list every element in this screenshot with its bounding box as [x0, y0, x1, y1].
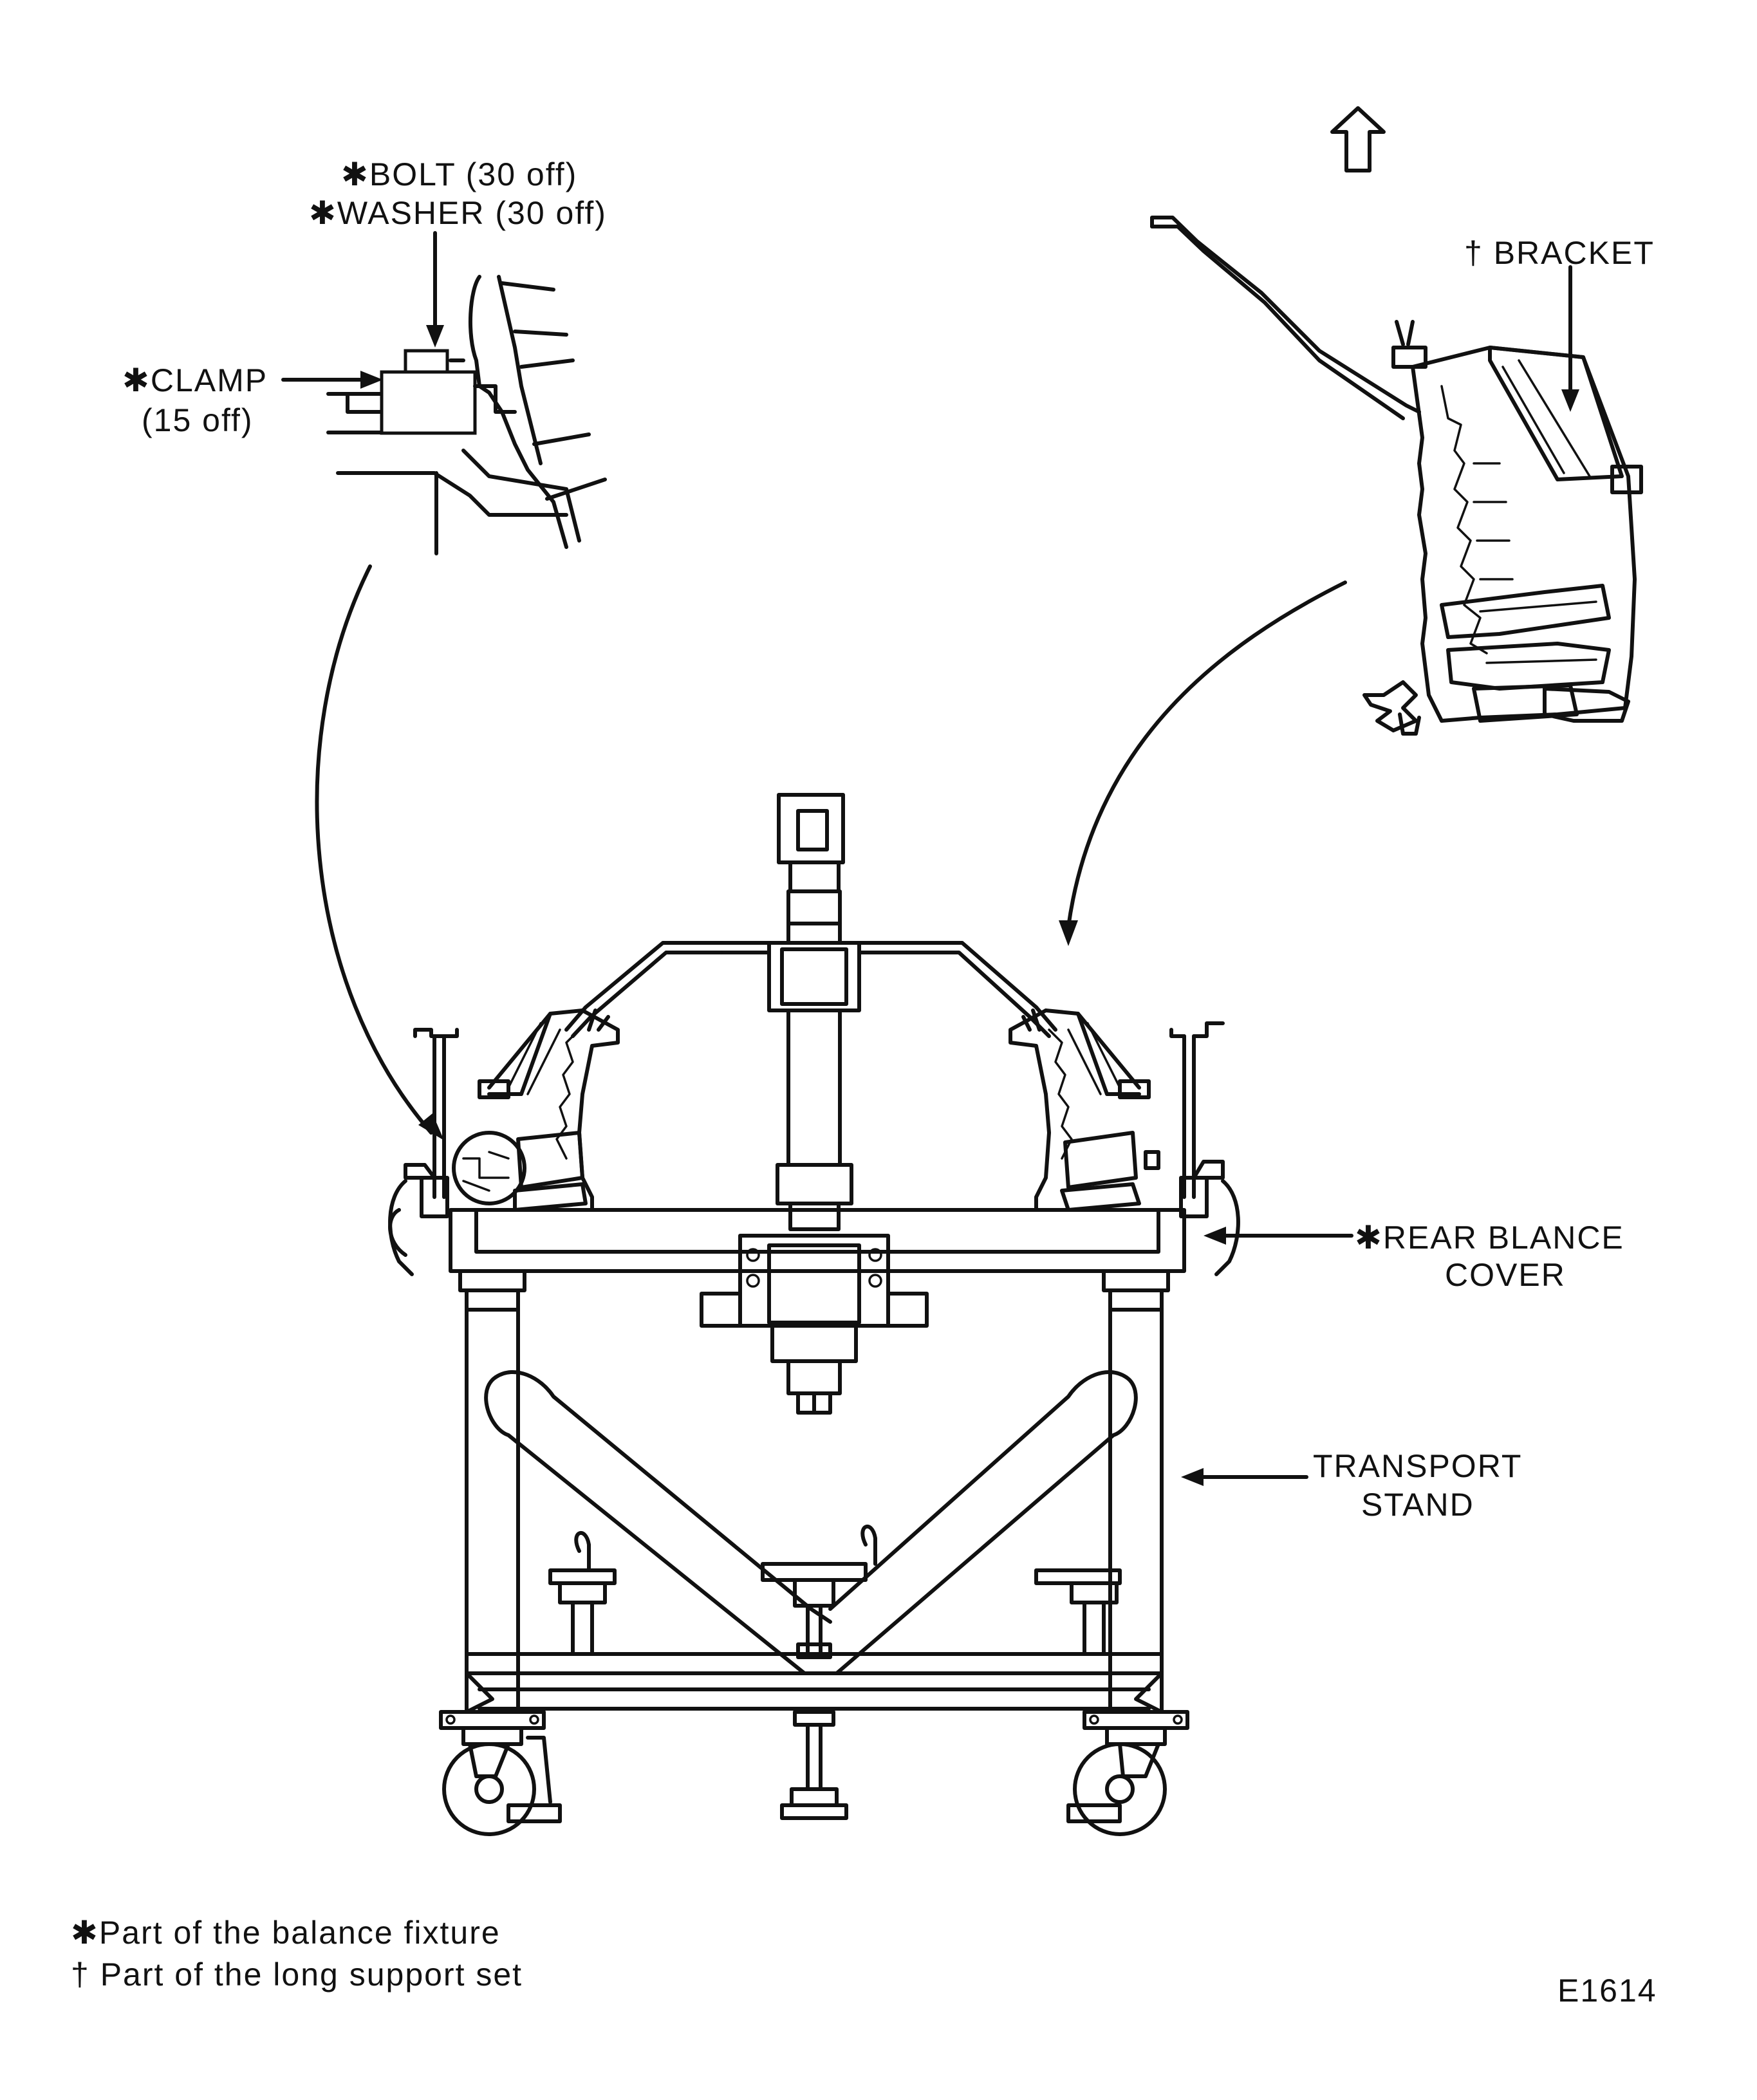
- bracket-detail: [1150, 216, 1643, 736]
- legend-balance-fixture: ✱Part of the balance fixture: [71, 1915, 501, 1951]
- center-foot: [780, 1710, 848, 1820]
- figure-id: E1614: [1557, 1973, 1657, 2009]
- transport-stand-label-line2: STAND: [1361, 1487, 1474, 1523]
- rear-cover-label: ✱REAR BLANCE: [1355, 1220, 1624, 1256]
- detail-callout-arrow-left: [315, 564, 444, 1140]
- legend-long-support: † Part of the long support set: [71, 1956, 523, 1993]
- left-jack: [548, 1530, 617, 1656]
- center-jack: [761, 1524, 877, 1659]
- bracket-label: † BRACKET: [1464, 235, 1655, 271]
- detail-callout-arrow-right: [1059, 581, 1347, 946]
- clamp-quantity-label: (15 off): [142, 402, 254, 438]
- transport-stand: [439, 1269, 1308, 1836]
- right-jack: [1034, 1568, 1122, 1656]
- bolt-label: ✱BOLT (30 off): [341, 156, 577, 192]
- clamp-label: ✱CLAMP: [122, 362, 268, 398]
- rear-cover-label-line2: COVER: [1445, 1257, 1566, 1293]
- up-arrow-icon: [1330, 106, 1386, 172]
- balance-fixture-assembly: [388, 793, 1353, 1415]
- washer-label: ✱WASHER (30 off): [309, 195, 607, 231]
- clamp-detail: [281, 231, 607, 555]
- left-caster: [439, 1710, 562, 1836]
- transport-stand-label: TRANSPORT: [1313, 1448, 1522, 1484]
- right-caster: [1066, 1710, 1189, 1836]
